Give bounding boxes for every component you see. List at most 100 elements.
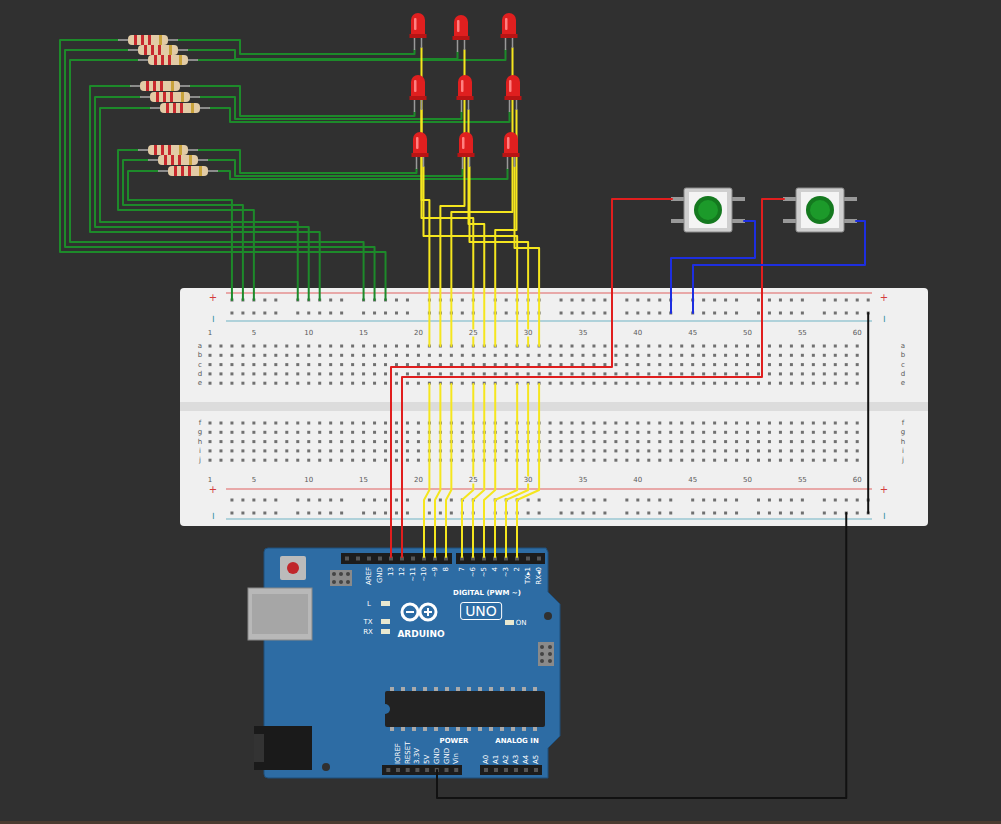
column-number: 25 xyxy=(468,330,479,337)
column-number: 50 xyxy=(742,330,753,337)
resistor-band xyxy=(160,81,163,91)
breadboard-hole xyxy=(241,512,244,515)
button-leg xyxy=(843,219,857,223)
breadboard-hole xyxy=(373,345,376,348)
resistor-symbol xyxy=(128,45,188,55)
red-wire xyxy=(402,199,784,557)
rail-polarity: − xyxy=(879,315,889,323)
breadboard-hole xyxy=(691,431,694,434)
breadboard-hole xyxy=(351,459,354,462)
resistor-band xyxy=(158,45,161,55)
row-letter: i xyxy=(199,447,201,454)
led-symbol xyxy=(457,75,474,112)
breadboard-hole xyxy=(625,312,628,315)
green-wire xyxy=(178,40,415,54)
breadboard-hole xyxy=(636,312,639,315)
breadboard-hole xyxy=(472,354,475,357)
breadboard-hole xyxy=(801,512,804,515)
led-dome xyxy=(411,13,425,36)
row-letter: c xyxy=(198,361,202,368)
breadboard-hole xyxy=(560,372,563,375)
led-dome xyxy=(411,75,425,98)
chip-pin xyxy=(423,727,427,731)
icsp-pin xyxy=(548,652,552,656)
chip-pin xyxy=(478,687,482,691)
breadboard-hole xyxy=(318,312,321,315)
breadboard-hole xyxy=(691,512,694,515)
resistor-band xyxy=(161,145,164,155)
button-cap-top xyxy=(698,200,718,220)
breadboard-hole xyxy=(856,431,859,434)
button-leg xyxy=(783,197,797,201)
breadboard-hole xyxy=(439,363,442,366)
resistor-band xyxy=(166,103,169,113)
breadboard-hole xyxy=(230,382,233,385)
breadboard-hole xyxy=(274,382,277,385)
breadboard-hole xyxy=(724,354,727,357)
breadboard-hole xyxy=(658,512,661,515)
breadboard-hole xyxy=(669,499,672,502)
breadboard-hole xyxy=(812,422,815,425)
breadboard-hole xyxy=(713,422,716,425)
breadboard-hole xyxy=(867,299,870,302)
breadboard-hole xyxy=(823,312,826,315)
breadboard-hole xyxy=(702,372,705,375)
breadboard-hole xyxy=(768,382,771,385)
status-led xyxy=(381,629,390,634)
breadboard-hole xyxy=(428,499,431,502)
breadboard-hole xyxy=(450,363,453,366)
column-number: 45 xyxy=(687,477,698,484)
breadboard-hole xyxy=(395,422,398,425)
led-label: RX xyxy=(363,629,373,636)
breadboard-hole xyxy=(757,372,760,375)
chip-pin xyxy=(533,687,537,691)
breadboard-hole xyxy=(680,363,683,366)
chip-pin xyxy=(478,727,482,731)
resistor-body xyxy=(148,145,188,155)
breadboard-hole xyxy=(757,431,760,434)
breadboard-hole xyxy=(318,354,321,357)
column-number: 5 xyxy=(251,477,257,484)
breadboard-hole xyxy=(669,372,672,375)
breadboard-hole xyxy=(274,422,277,425)
breadboard-hole xyxy=(669,440,672,443)
breadboard-hole xyxy=(219,459,222,462)
column-number: 60 xyxy=(852,330,863,337)
breadboard-hole xyxy=(252,459,255,462)
breadboard-hole xyxy=(779,372,782,375)
column-number: 40 xyxy=(632,477,643,484)
rail-polarity: + xyxy=(209,485,217,495)
breadboard-hole xyxy=(384,449,387,452)
breadboard-hole xyxy=(856,382,859,385)
header-pin xyxy=(526,557,530,561)
breadboard-hole xyxy=(801,372,804,375)
led-leg xyxy=(421,37,423,48)
breadboard-hole xyxy=(680,449,683,452)
breadboard-hole xyxy=(702,299,705,302)
led-highlight xyxy=(505,18,508,30)
chip-pin xyxy=(467,727,471,731)
led-dome xyxy=(504,132,518,155)
breadboard-hole xyxy=(658,499,661,502)
breadboard-hole xyxy=(406,299,409,302)
breadboard-hole xyxy=(241,382,244,385)
breadboard-hole xyxy=(757,422,760,425)
breadboard-hole xyxy=(571,512,574,515)
breadboard-hole xyxy=(285,363,288,366)
header-pin xyxy=(484,768,488,772)
breadboard-hole xyxy=(318,499,321,502)
breadboard-hole xyxy=(263,512,266,515)
breadboard-hole xyxy=(603,363,606,366)
breadboard-hole xyxy=(735,499,738,502)
breadboard-hole xyxy=(219,345,222,348)
breadboard-hole xyxy=(812,449,815,452)
breadboard-hole xyxy=(505,440,508,443)
breadboard-hole xyxy=(296,382,299,385)
breadboard-hole xyxy=(230,345,233,348)
header-pin xyxy=(356,557,360,561)
breadboard-hole xyxy=(461,422,464,425)
breadboard-hole xyxy=(461,354,464,357)
breadboard-hole xyxy=(241,499,244,502)
black-wire xyxy=(867,313,869,513)
breadboard-hole xyxy=(285,354,288,357)
